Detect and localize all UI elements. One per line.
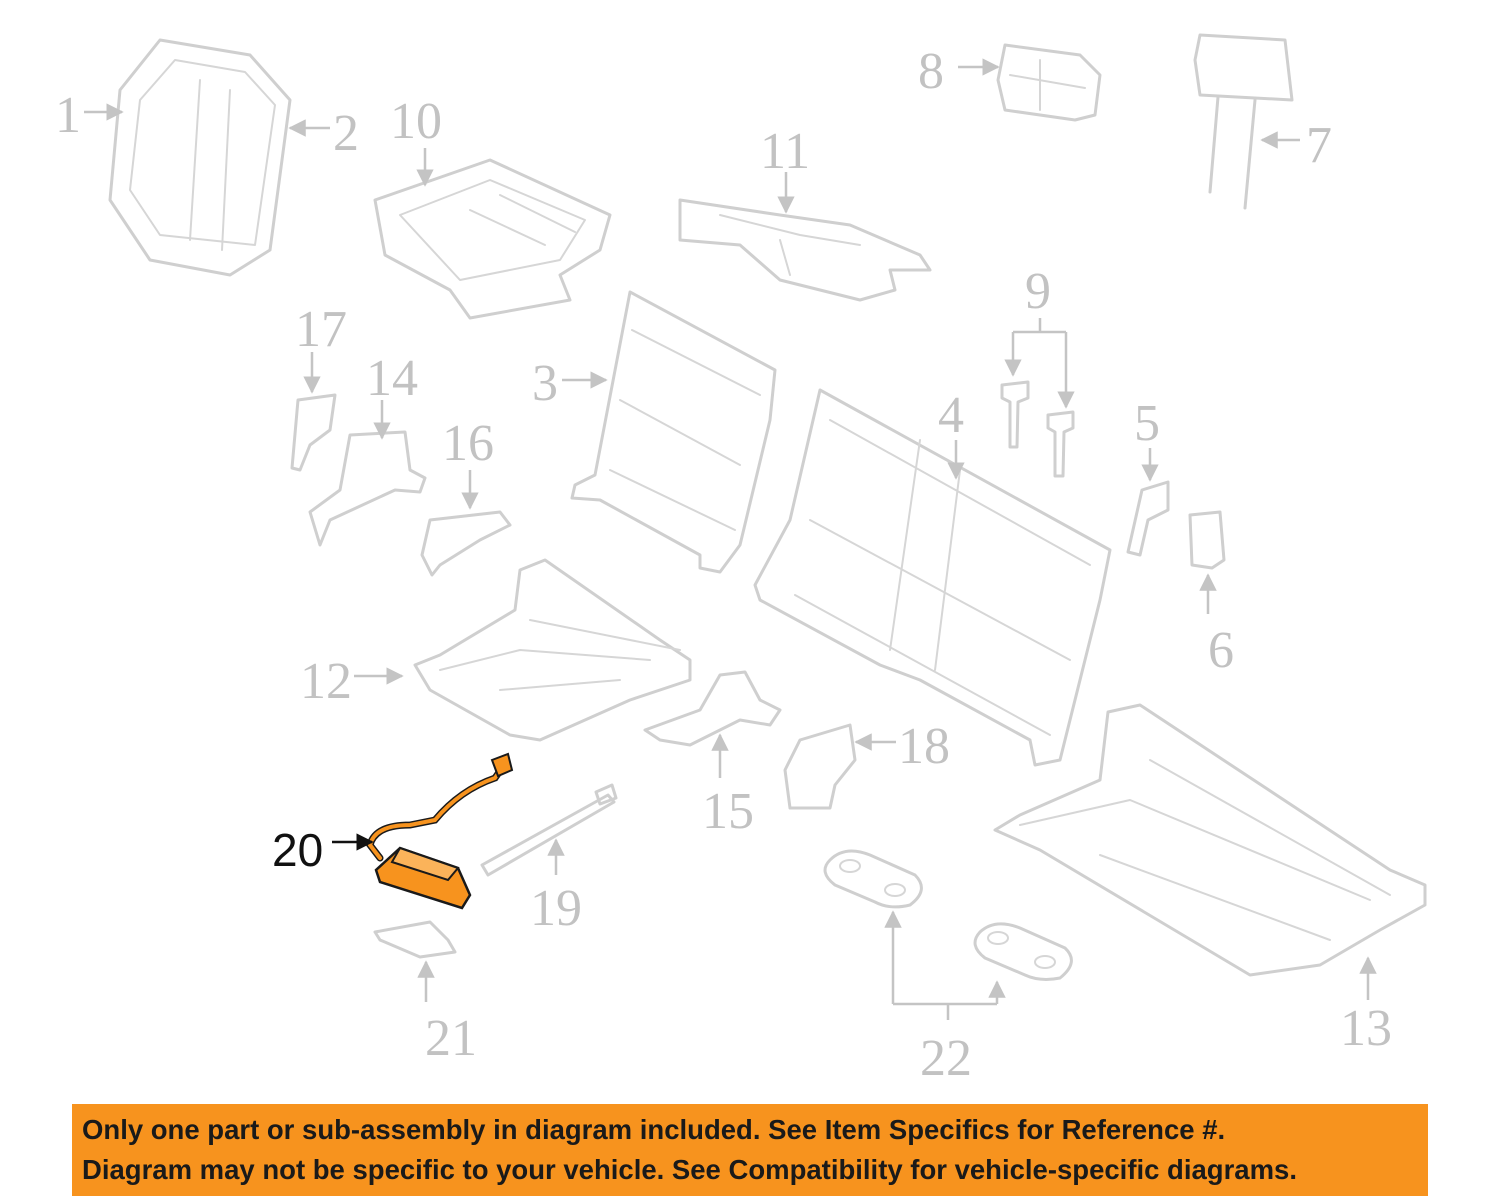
- bracket-14: [308, 430, 427, 547]
- callout-11: 11: [760, 123, 810, 180]
- headrest: [1193, 33, 1294, 210]
- bracket-21: [373, 920, 457, 959]
- highlighted-part-20: [366, 752, 514, 910]
- bracket-17: [290, 393, 337, 472]
- callout-21: 21: [425, 1010, 477, 1067]
- callout-14: 14: [366, 350, 418, 407]
- pads-22: [823, 849, 1073, 981]
- armrest: [996, 43, 1102, 122]
- callout-6: 6: [1208, 622, 1234, 679]
- callout-19: 19: [530, 880, 582, 937]
- cushion-pad: [678, 198, 932, 302]
- bolts: [1000, 380, 1075, 478]
- disclaimer-line-2: Diagram may not be specific to your vehi…: [82, 1154, 1297, 1185]
- callout-16: 16: [442, 415, 494, 472]
- bracket-6: [1188, 510, 1226, 570]
- seat-back-frame-right: [753, 388, 1112, 767]
- rod-19: [480, 783, 618, 877]
- bracket-15: [643, 670, 782, 747]
- callout-12: 12: [300, 653, 352, 710]
- bracket-18: [783, 723, 857, 810]
- callout-7: 7: [1306, 117, 1332, 174]
- disclaimer-line-1: Only one part or sub-assembly in diagram…: [82, 1114, 1226, 1145]
- cushion-frame-right: [993, 703, 1427, 977]
- parts-diagram: 1 2 3 4 5 6 7 8 9 10 11 12 13 14 15 16 1…: [55, 33, 1427, 1087]
- callout-9: 9: [1025, 263, 1051, 320]
- callout-22: 22: [920, 1030, 972, 1087]
- callout-20: 20: [272, 824, 323, 876]
- callout-18: 18: [898, 718, 950, 775]
- callout-2: 2: [333, 105, 359, 162]
- bracket-5: [1126, 480, 1170, 557]
- callout-15: 15: [702, 783, 754, 840]
- cushion-frame-left: [413, 558, 692, 742]
- seat-cushion-cover: [373, 158, 612, 320]
- seat-back-frame-left: [570, 290, 777, 574]
- callout-17: 17: [295, 301, 347, 358]
- callout-5: 5: [1134, 395, 1160, 452]
- seat-back-cover: [108, 38, 292, 277]
- callout-1: 1: [55, 87, 81, 144]
- disclaimer-banner: Only one part or sub-assembly in diagram…: [72, 1104, 1428, 1196]
- callout-13: 13: [1340, 1000, 1392, 1057]
- callout-3: 3: [532, 355, 558, 412]
- callout-8: 8: [918, 43, 944, 100]
- callout-10: 10: [390, 93, 442, 150]
- callout-4: 4: [938, 387, 964, 444]
- bracket-16: [420, 510, 512, 577]
